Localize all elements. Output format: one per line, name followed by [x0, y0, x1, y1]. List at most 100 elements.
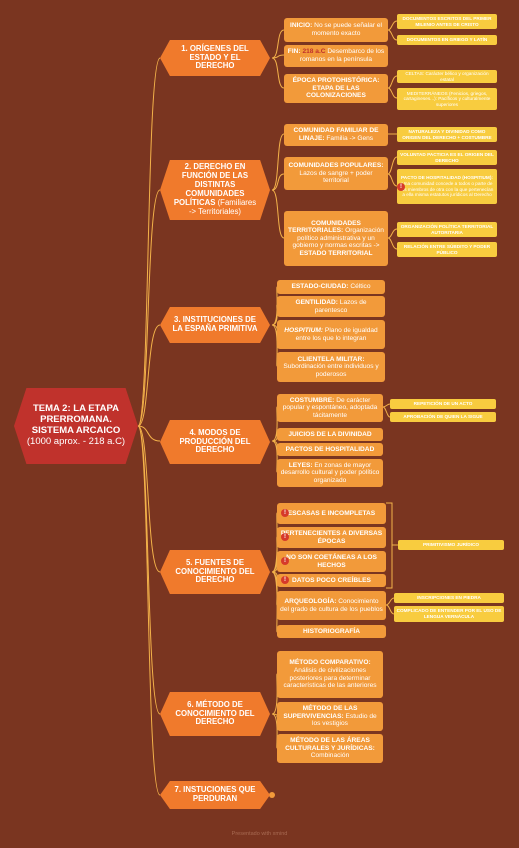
- supervivencias-label: MÉTODO DE LAS SUPERVIVENCIAS:: [283, 705, 358, 720]
- familiar-text: Familia -> Gens: [324, 135, 374, 142]
- estado-text: Céltico: [348, 283, 371, 291]
- topic-fuentes-conocimiento[interactable]: 5. FUENTES DE CONOCIMIENTO DEL DERECHO: [160, 550, 270, 594]
- leaf-medit-text: MEDITERRÁNEOS (Fenicios, griegos, cartag…: [403, 90, 491, 107]
- no-coetaneas-text: NO SON COETÁNEAS A LOS HECHOS: [286, 553, 377, 569]
- leaf-relacion-subdito[interactable]: RELACIÓN ENTRE SÚBDITO Y PODER PÚBLICO: [397, 242, 497, 257]
- topic-modos-label: 4. MODOS DE PRODUCCIÓN DEL DERECHO: [179, 427, 251, 455]
- topic-modos-produccion[interactable]: 4. MODOS DE PRODUCCIÓN DEL DERECHO: [160, 420, 270, 464]
- leaf-organizacion-politica[interactable]: ORGANIZACIÓN POLÍTICA TERRITORIAL AUTORI…: [397, 222, 497, 237]
- subtopic-arqueologia[interactable]: ARQUEOLOGÍA: Conocimiento del grado de c…: [277, 591, 386, 620]
- subtopic-metodo-comparativo[interactable]: MÉTODO COMPARATIVO: Análisis de civiliza…: [277, 651, 383, 698]
- populares-label: COMUNIDADES POPULARES:: [288, 162, 384, 170]
- leaf-documentos-escritos[interactable]: DOCUMENTOS ESCRITOS DEL PRIMER MILENIO A…: [397, 14, 497, 29]
- subtopic-gentilidad[interactable]: GENTILIDAD: Lazos de parentesco: [277, 296, 385, 317]
- leaf-documentos-griego[interactable]: DOCUMENTOS EN GRIEGO Y LATÍN: [397, 35, 497, 45]
- areas-text: Combinación: [310, 752, 350, 760]
- leaf-inscripciones[interactable]: INSCRIPCIONES EN PIEDRA: [394, 593, 504, 603]
- subtopic-leyes[interactable]: LEYES: En zonas de mayor desarrollo cult…: [277, 459, 383, 487]
- subtopic-datos-poco-creibles[interactable]: DATOS POCO CREÍBLES: [277, 574, 386, 587]
- subtopic-pactos-hospitalidad[interactable]: PACTOS DE HOSPITALIDAD: [277, 443, 383, 456]
- topic-derecho-label: 2. DERECHO EN FUNCIÓN DE LAS DISTINTAS C…: [173, 162, 249, 207]
- subtopic-pertenecientes[interactable]: PERTENECIENTES A DIVERSAS ÉPOCAS: [277, 527, 386, 548]
- leaf-docs-text: DOCUMENTOS ESCRITOS DEL PRIMER MILENIO A…: [402, 15, 492, 27]
- leaf-pacto-text: Una comunidad concede a todos o parte de…: [400, 180, 494, 198]
- leaf-org-text: ORGANIZACIÓN POLÍTICA TERRITORIAL AUTORI…: [400, 223, 494, 235]
- leaf-pacto-hospitalidad[interactable]: PACTO DE HOSPITALIDAD (HOSPITIUM): Una c…: [397, 169, 497, 204]
- subtopic-escasas[interactable]: ESCASAS E INCOMPLETAS: [277, 503, 386, 524]
- subtopic-hospitium[interactable]: HOSPITIUM: Plano de igualdad entre los q…: [277, 320, 385, 349]
- territoriales-tail: ESTADO TERRITORIAL: [299, 249, 373, 257]
- areas-label: MÉTODO DE LAS ÁREAS CULTURALES Y JURÍDIC…: [285, 737, 375, 752]
- territoriales-label: COMUNIDADES TERRITORIALES:: [288, 219, 361, 235]
- costumbre-label: COSTUMBRE:: [289, 396, 335, 404]
- pertenecientes-text: PERTENECIENTES A DIVERSAS ÉPOCAS: [280, 529, 383, 545]
- topic-metodo-conocimiento[interactable]: 6. MÉTODO DE CONOCIMIENTO DEL DERECHO: [160, 692, 270, 736]
- historiografia-text: HISTORIOGRAFÍA: [302, 627, 361, 635]
- subtopic-comunidades-populares[interactable]: COMUNIDADES POPULARES: Lazos de sangre +…: [284, 157, 388, 190]
- fin-text: Desembarco de los romanos en la penínsul…: [299, 48, 385, 63]
- estado-label: ESTADO-CIUDAD:: [291, 283, 349, 291]
- root-line-4: (1000 aprox. - 218 a.C): [26, 435, 126, 447]
- gentilidad-text: Lazos de parentesco: [314, 298, 367, 314]
- subtopic-metodo-areas[interactable]: MÉTODO DE LAS ÁREAS CULTURALES Y JURÍDIC…: [277, 734, 383, 763]
- subtopic-fin[interactable]: FIN: 218 a.C Desembarco de los romanos e…: [284, 45, 388, 67]
- leyes-text: En zonas de mayor desarrollo cultural y …: [280, 461, 380, 484]
- root-line-2: PRERROMANA.: [40, 414, 112, 426]
- leyes-label: LEYES:: [288, 461, 313, 469]
- leaf-celtas[interactable]: CELTAS: Carácter bélico y organización e…: [397, 70, 497, 83]
- root-line-1: TEMA 2: LA ETAPA: [32, 403, 120, 415]
- subtopic-comunidades-territoriales[interactable]: COMUNIDADES TERRITORIALES: Organización …: [284, 211, 388, 266]
- hospitium-label: HOSPITIUM:: [284, 326, 324, 334]
- subtopic-metodo-supervivencias[interactable]: MÉTODO DE LAS SUPERVIVENCIAS: Estudio de…: [277, 702, 383, 731]
- topic-perduran-label: 7. INSTUCIONES QUE PERDURAN: [174, 785, 256, 803]
- hospitium-text: Plano de igualdad entre los que lo integ…: [295, 326, 378, 342]
- subtopic-comunidad-familiar[interactable]: COMUNIDAD FAMILIAR DE LINAJE: Familia ->…: [284, 124, 388, 146]
- territoriales-text: Organización político administrativa y u…: [292, 227, 384, 250]
- subtopic-epoca-protohistorica[interactable]: ÉPOCA PROTOHISTÓRICA: ETAPA DE LAS COLON…: [284, 74, 388, 103]
- topic-fuentes-label: 5. FUENTES DE CONOCIMIENTO DEL DERECHO: [175, 557, 255, 585]
- gentilidad-label: GENTILIDAD:: [295, 298, 338, 306]
- topic-instituciones-label: 3. INSTITUCIONES DE LA ESPAÑA PRIMITIVA: [172, 315, 258, 333]
- leaf-repeticion-acto[interactable]: REPETICIÓN DE UN ACTO: [390, 399, 496, 409]
- fin-date: 218 a.C: [300, 48, 326, 56]
- leaf-celtas-text: CELTAS: Carácter bélico y organización e…: [405, 70, 489, 82]
- familiar-label: COMUNIDAD FAMILIAR DE LINAJE:: [293, 127, 379, 142]
- juicios-text: JUICIOS DE LA DIVINIDAD: [288, 430, 372, 438]
- alert-icon: !: [397, 183, 405, 191]
- leaf-rep-text: REPETICIÓN DE UN ACTO: [413, 401, 473, 407]
- subtopic-estado-ciudad[interactable]: ESTADO-CIUDAD: Céltico: [277, 280, 385, 294]
- fin-label: FIN:: [287, 48, 301, 56]
- leaf-complicado[interactable]: COMPLICADO DE ENTENDER POR EL USO DE LEN…: [394, 606, 504, 622]
- subtopic-inicio[interactable]: INICIO: No se puede señalar el momento e…: [284, 18, 388, 42]
- inicio-text: No se puede señalar el momento exacto: [311, 22, 382, 37]
- leaf-naturaleza-divinidad[interactable]: NATURALEZA Y DIVINIDAD COMO ORIGEN DEL D…: [397, 127, 497, 142]
- leaf-mediterraneos[interactable]: MEDITERRÁNEOS (Fenicios, griegos, cartag…: [397, 88, 497, 110]
- subtopic-no-coetaneas[interactable]: NO SON COETÁNEAS A LOS HECHOS: [277, 551, 386, 572]
- subtopic-costumbre[interactable]: COSTUMBRE: De carácter popular y espontá…: [277, 394, 383, 422]
- leaf-rel-text: RELACIÓN ENTRE SÚBDITO Y PODER PÚBLICO: [403, 243, 491, 255]
- escasas-text: ESCASAS E INCOMPLETAS: [287, 509, 376, 517]
- leaf-docs2-text: DOCUMENTOS EN GRIEGO Y LATÍN: [406, 37, 488, 43]
- root-topic[interactable]: TEMA 2: LA ETAPA PRERROMANA. SISTEMA ARC…: [14, 388, 138, 464]
- pactos-text: PACTOS DE HOSPITALIDAD: [285, 445, 375, 453]
- subtopic-historiografia[interactable]: HISTORIOGRAFÍA: [277, 625, 386, 638]
- leaf-compl-text: COMPLICADO DE ENTENDER POR EL USO DE LEN…: [396, 608, 502, 619]
- root-line-3: SISTEMA ARCAICO: [31, 425, 121, 436]
- alert-icon: !: [281, 533, 289, 541]
- leaf-insc-text: INSCRIPCIONES EN PIEDRA: [417, 595, 481, 601]
- populares-text: Lazos de sangre + poder territorial: [299, 169, 373, 185]
- subtopic-clientela-militar[interactable]: CLIENTELA MILITAR: Subordinación entre i…: [277, 352, 385, 382]
- topic-derecho-comunidades[interactable]: 2. DERECHO EN FUNCIÓN DE LAS DISTINTAS C…: [160, 160, 270, 220]
- topic-origenes[interactable]: 1. ORÍGENES DEL ESTADO Y EL DERECHO: [160, 40, 270, 76]
- topic-instituciones[interactable]: 3. INSTITUCIONES DE LA ESPAÑA PRIMITIVA: [160, 307, 270, 343]
- leaf-primitivismo[interactable]: PRIMITIVISMO JURÍDICO: [398, 540, 504, 550]
- datos-text: DATOS POCO CREÍBLES: [292, 576, 371, 584]
- topic-instituciones-perduran[interactable]: 7. INSTUCIONES QUE PERDURAN: [160, 781, 270, 809]
- leaf-aprobacion[interactable]: APROBACIÓN DE QUIEN LA SIGUE: [390, 412, 496, 422]
- leaf-pacto-label: PACTO DE HOSPITALIDAD (HOSPITIUM):: [401, 175, 493, 181]
- leaf-voluntad-pacticia[interactable]: VOLUNTAD PACTICIA ES EL ORIGEN DEL DEREC…: [397, 150, 497, 165]
- subtopic-juicios-divinidad[interactable]: JUICIOS DE LA DIVINIDAD: [277, 428, 383, 441]
- supervivencias-text: Estudio de los vestigios: [312, 712, 377, 728]
- alert-icon: !: [281, 509, 289, 517]
